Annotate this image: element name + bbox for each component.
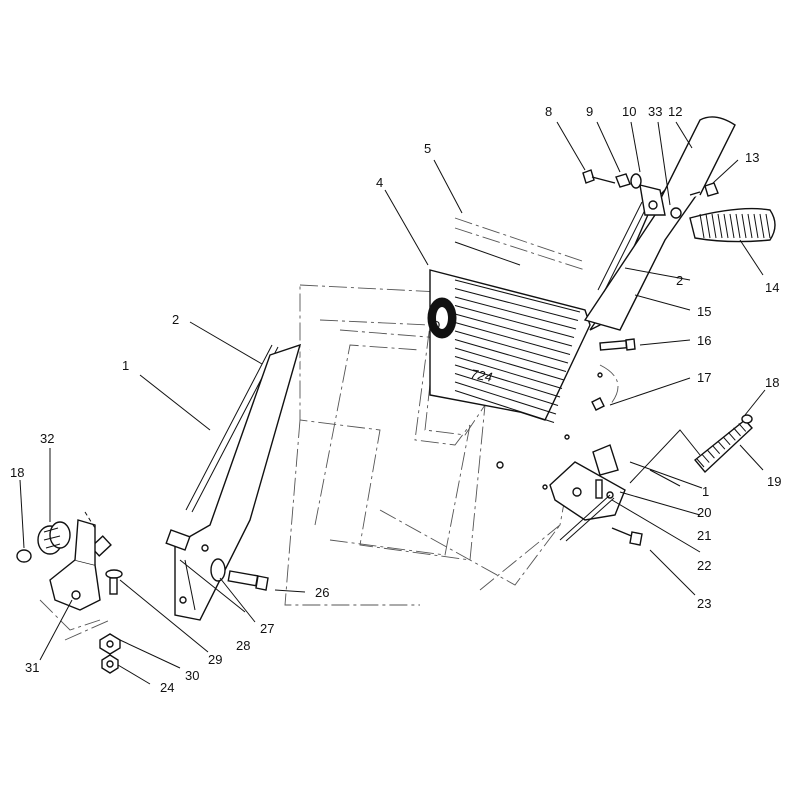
grip-rib bbox=[717, 213, 723, 239]
clevis-bracket bbox=[39, 511, 111, 641]
callout-28: 28 bbox=[236, 638, 250, 653]
callout-8: 8 bbox=[545, 104, 552, 119]
grille-slot bbox=[454, 373, 559, 406]
panel-logo-text: O bbox=[430, 318, 440, 333]
callout-9: 9 bbox=[586, 104, 593, 119]
callout-27: 27 bbox=[260, 621, 274, 636]
decal-strip bbox=[454, 217, 586, 271]
callout-30: 30 bbox=[185, 668, 199, 683]
callout-33: 33 bbox=[648, 104, 662, 119]
shift-lever bbox=[559, 429, 701, 542]
rubber-block-32 bbox=[37, 521, 71, 555]
callout-16: 16 bbox=[697, 333, 711, 348]
callout-32: 32 bbox=[40, 431, 54, 446]
grille-slot bbox=[454, 347, 565, 381]
callout-1: 1 bbox=[702, 484, 709, 499]
grip-rib bbox=[765, 213, 771, 239]
bracket-plate bbox=[165, 343, 302, 621]
callout-10: 10 bbox=[622, 104, 636, 119]
knob-rib bbox=[712, 445, 721, 454]
callout-12: 12 bbox=[668, 104, 682, 119]
grille-slot bbox=[454, 356, 563, 389]
knob-rib bbox=[738, 423, 747, 432]
shift-knob bbox=[694, 418, 753, 474]
grille-slot bbox=[454, 381, 557, 415]
grille-slot bbox=[454, 288, 579, 321]
callout-26: 26 bbox=[315, 585, 329, 600]
callout-2: 2 bbox=[676, 273, 683, 288]
callout-2: 2 bbox=[172, 312, 179, 327]
grip-rib bbox=[759, 213, 765, 239]
bolt-8 bbox=[582, 169, 616, 184]
grille-slot bbox=[454, 339, 567, 372]
callout-18: 18 bbox=[10, 465, 24, 480]
grip-rib bbox=[705, 213, 711, 239]
nut-9 bbox=[615, 173, 631, 188]
grille-slot bbox=[454, 322, 571, 355]
callout-4: 4 bbox=[376, 175, 383, 190]
callout-22: 22 bbox=[697, 558, 711, 573]
grip-rib bbox=[723, 213, 729, 239]
grille-slot bbox=[454, 364, 561, 398]
callout-14: 14 bbox=[765, 280, 779, 295]
knob-rib bbox=[717, 440, 726, 450]
nut-18-right bbox=[741, 414, 753, 424]
leader-lines bbox=[19, 121, 766, 685]
grip-rib bbox=[729, 213, 735, 239]
callout-31: 31 bbox=[25, 660, 39, 675]
grille-slot bbox=[454, 279, 581, 313]
knob-rib bbox=[727, 432, 736, 441]
grille-slot bbox=[454, 330, 569, 364]
bolt-26-assembly bbox=[210, 558, 269, 591]
grille-slot bbox=[454, 313, 573, 347]
grip-rib bbox=[699, 213, 705, 239]
lever-bracket bbox=[639, 184, 682, 219]
grip-rib bbox=[741, 213, 747, 239]
grip-rib bbox=[747, 213, 753, 239]
nut-18-left bbox=[16, 549, 32, 563]
callout-24: 24 bbox=[160, 680, 174, 695]
plate-20 bbox=[592, 444, 619, 476]
nut-24 bbox=[101, 654, 119, 674]
knob-rib bbox=[707, 449, 715, 459]
callout-23: 23 bbox=[697, 596, 711, 611]
hand-grip bbox=[689, 207, 776, 243]
grille-slot bbox=[454, 305, 575, 338]
callout-18: 18 bbox=[765, 375, 779, 390]
carriage-bolt-29 bbox=[105, 569, 123, 595]
control-cable-right bbox=[597, 201, 643, 291]
panel-model-text: 724 bbox=[469, 366, 493, 385]
callout-29: 29 bbox=[208, 652, 222, 667]
grip-rib bbox=[711, 213, 717, 239]
callout-5: 5 bbox=[424, 141, 431, 156]
callout-21: 21 bbox=[697, 528, 711, 543]
knob-rib bbox=[701, 454, 710, 463]
callout-15: 15 bbox=[697, 304, 711, 319]
nut-30 bbox=[99, 633, 121, 655]
grip-rib bbox=[753, 213, 759, 239]
bolt-23 bbox=[611, 527, 643, 546]
nut-17 bbox=[591, 397, 605, 411]
handle-panel: O 724 bbox=[427, 269, 591, 423]
callout-13: 13 bbox=[745, 150, 759, 165]
callout-20: 20 bbox=[697, 505, 711, 520]
callout-17: 17 bbox=[697, 370, 711, 385]
bolt-16 bbox=[599, 338, 636, 351]
grille-slot bbox=[454, 296, 577, 330]
grip-rib bbox=[735, 213, 741, 239]
knob-rib bbox=[696, 458, 705, 468]
callout-1: 1 bbox=[122, 358, 129, 373]
callout-19: 19 bbox=[767, 474, 781, 489]
panel-grille bbox=[454, 279, 581, 423]
callout-labels: 1 1 2 2 4 5 8 9 10 33 12 13 14 15 16 17 … bbox=[10, 104, 781, 695]
knob-rib bbox=[733, 427, 741, 437]
bolt-13 bbox=[689, 182, 719, 197]
knob-rib bbox=[722, 436, 731, 446]
grille-slot bbox=[454, 390, 555, 423]
washer-10 bbox=[630, 173, 642, 189]
